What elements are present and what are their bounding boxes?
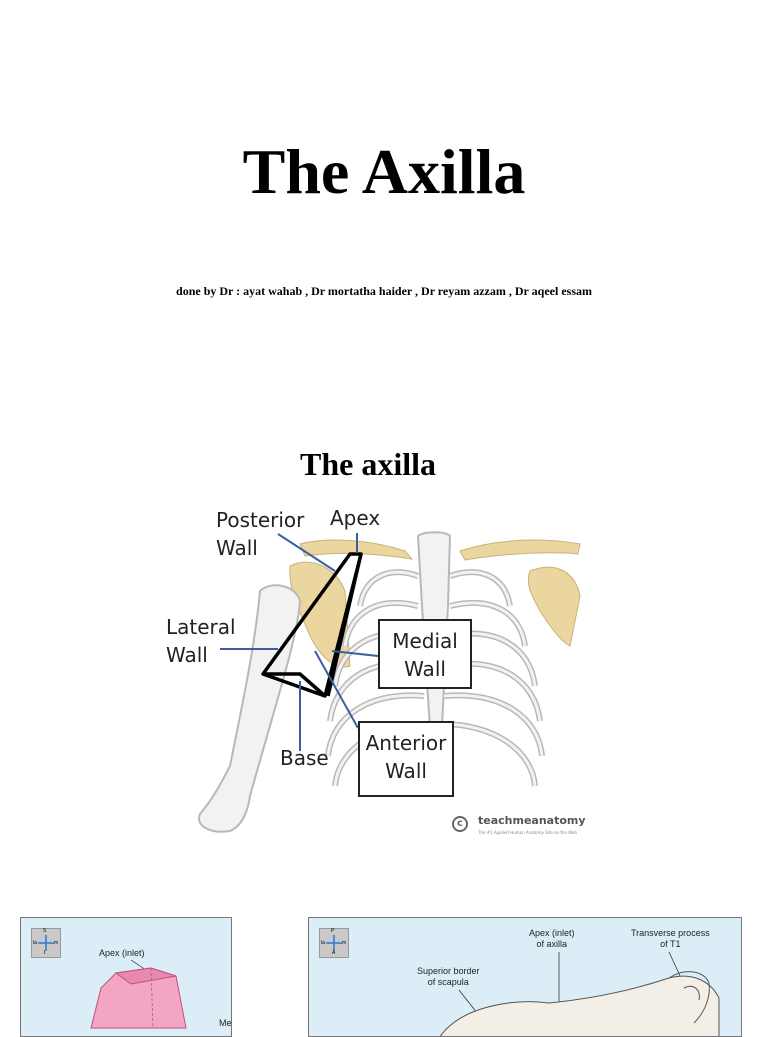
- lateral-wall-label: Lateral Wall: [166, 613, 236, 669]
- lateral-wall-label-line1: Lateral: [166, 613, 236, 641]
- right-scapula: [528, 567, 580, 646]
- pink-pyramid-illustration: [21, 918, 232, 1037]
- medial-wall-label-line1: Medial: [380, 627, 470, 655]
- posterior-wall-label-line2: Wall: [216, 534, 304, 562]
- medial-wall-label: Medial Wall: [378, 619, 472, 689]
- lateral-wall-label-line2: Wall: [166, 641, 236, 669]
- apex-label: Apex: [330, 504, 380, 532]
- anterior-wall-label: Anterior Wall: [358, 721, 454, 797]
- axilla-walls-figure: Posterior Wall Apex Lateral Wall Medial …: [160, 496, 610, 846]
- section-title: The axilla: [0, 446, 736, 483]
- brand-tagline: The #1 Applied Human Anatomy Site on the…: [478, 830, 577, 835]
- anterior-wall-label-line1: Anterior: [360, 729, 452, 757]
- page-title: The Axilla: [0, 135, 768, 209]
- scapula-illustration: [309, 918, 742, 1037]
- authors-line: done by Dr : ayat wahab , Dr mortatha ha…: [0, 284, 768, 299]
- medial-wall-label-line2: Wall: [380, 655, 470, 683]
- posterior-wall-label: Posterior Wall: [216, 506, 304, 562]
- scapula-diagram-panel: P la m A Apex (inlet) of axilla Transver…: [308, 917, 742, 1037]
- right-clavicle: [460, 540, 580, 560]
- pyramid-diagram-panel: S la m I Apex (inlet) Medi: [20, 917, 232, 1037]
- brand-name: teachmeanatomy: [478, 814, 586, 827]
- copyright-icon: c: [452, 816, 468, 832]
- posterior-wall-label-line1: Posterior: [216, 506, 304, 534]
- base-label: Base: [280, 744, 329, 772]
- anterior-wall-label-line2: Wall: [360, 757, 452, 785]
